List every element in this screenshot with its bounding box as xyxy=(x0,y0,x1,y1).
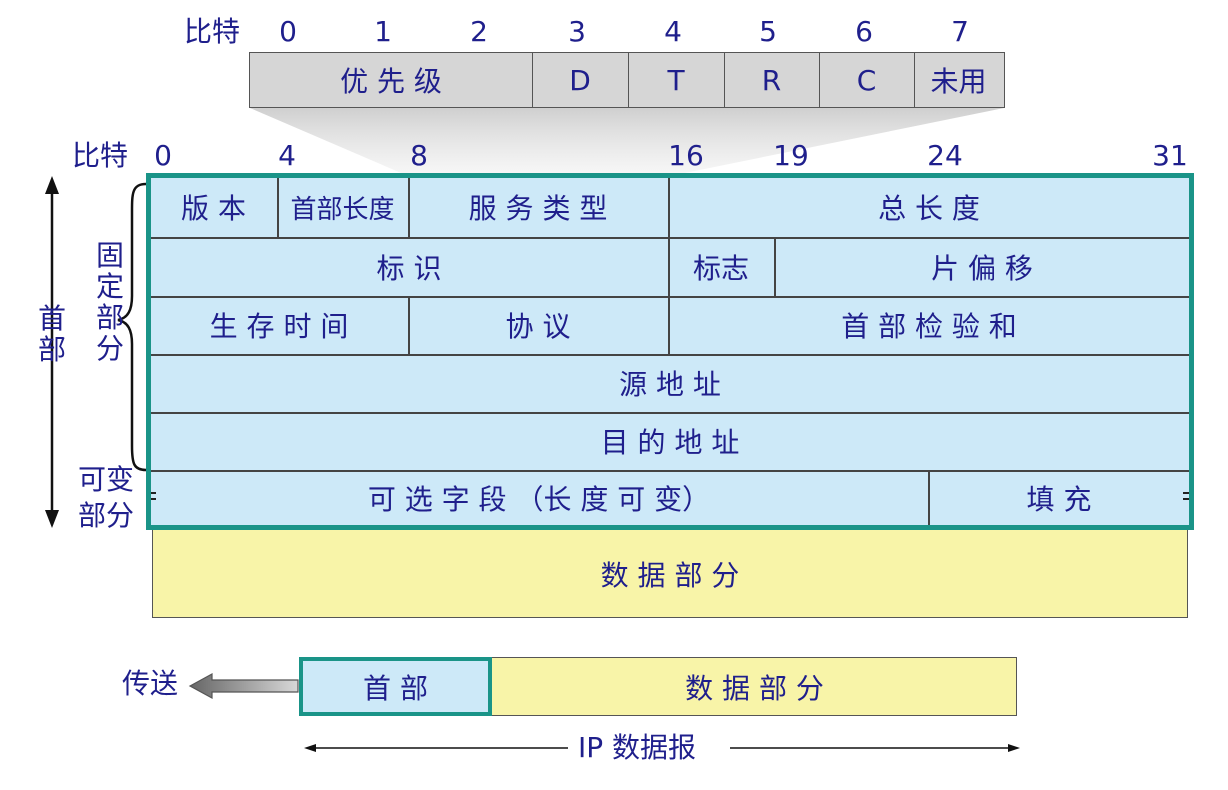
ip-header-fixed-and-options xyxy=(150,176,1190,526)
header-bit-19: 19 xyxy=(773,139,809,172)
tos-bit-5: 5 xyxy=(759,15,777,48)
field-service-type: 服 务 类 型 xyxy=(468,191,608,225)
label-fixed-part: 固定部分 xyxy=(95,239,124,365)
tos-bit-3: 3 xyxy=(568,15,586,48)
data-part: 数 据 部 分 xyxy=(152,530,1188,618)
field-options: 可 选 字 段 （长 度 可 变） xyxy=(367,483,711,516)
header-bit-16: 16 xyxy=(668,139,704,172)
header-frame xyxy=(146,173,1194,530)
tos-field-t: T xyxy=(628,53,725,107)
send-label: 传送 xyxy=(122,667,179,700)
field-header-length: 首部长度 xyxy=(277,176,408,237)
tos-field-r: R xyxy=(724,53,820,107)
field-padding: 填 充 xyxy=(1026,483,1092,516)
tos-bits-label: 比特 xyxy=(184,15,241,48)
fixed-part-brace xyxy=(117,182,147,472)
field-version: 版 本 xyxy=(181,191,246,225)
label-variable: 可变 xyxy=(78,463,135,496)
header-bit-8: 8 xyxy=(410,139,428,172)
tos-field-unused: 未用 xyxy=(930,65,987,98)
tos-bit-7: 7 xyxy=(951,15,969,48)
header-bits-label: 比特 xyxy=(72,139,129,172)
datagram-header: 首 部 xyxy=(299,657,492,716)
field-ttl: 生 存 时 间 xyxy=(209,310,349,343)
field-fragment-offset: 片 偏 移 xyxy=(931,251,1033,285)
tos-field-precedence: 优 先 级 xyxy=(250,53,533,107)
label-variable-part: 部分 xyxy=(78,499,135,532)
header-bit-4: 4 xyxy=(278,139,296,172)
datagram-caption: IP 数据报 xyxy=(578,731,697,764)
tos-bit-1: 1 xyxy=(374,15,392,48)
field-flags: 标志 xyxy=(692,251,749,285)
header-span-arrow xyxy=(45,176,59,528)
tos-box: 优 先 级 D T R C 未用 xyxy=(249,52,1005,108)
field-destination-address: 目 的 地 址 xyxy=(600,426,740,459)
header-bit-24: 24 xyxy=(927,139,963,172)
tos-bit-4: 4 xyxy=(664,15,682,48)
tos-field-d: D xyxy=(532,53,629,107)
datagram-data: 数 据 部 分 xyxy=(685,671,824,705)
field-source-address: 源 地 址 xyxy=(619,368,721,401)
tos-bit-6: 6 xyxy=(855,15,873,48)
header-bit-0: 0 xyxy=(154,139,172,172)
label-header: 首部 xyxy=(37,302,66,366)
field-identification: 标 识 xyxy=(376,251,442,285)
tos-bit-0: 0 xyxy=(279,15,297,48)
tos-bit-2: 2 xyxy=(470,15,488,48)
field-checksum: 首 部 检 验 和 xyxy=(841,310,1017,343)
field-protocol: 协 议 xyxy=(505,310,571,343)
send-arrow-icon xyxy=(188,672,299,700)
header-bit-31: 31 xyxy=(1152,139,1188,172)
tos-field-c: C xyxy=(819,53,915,107)
field-total-length: 总 长 度 xyxy=(878,191,980,225)
